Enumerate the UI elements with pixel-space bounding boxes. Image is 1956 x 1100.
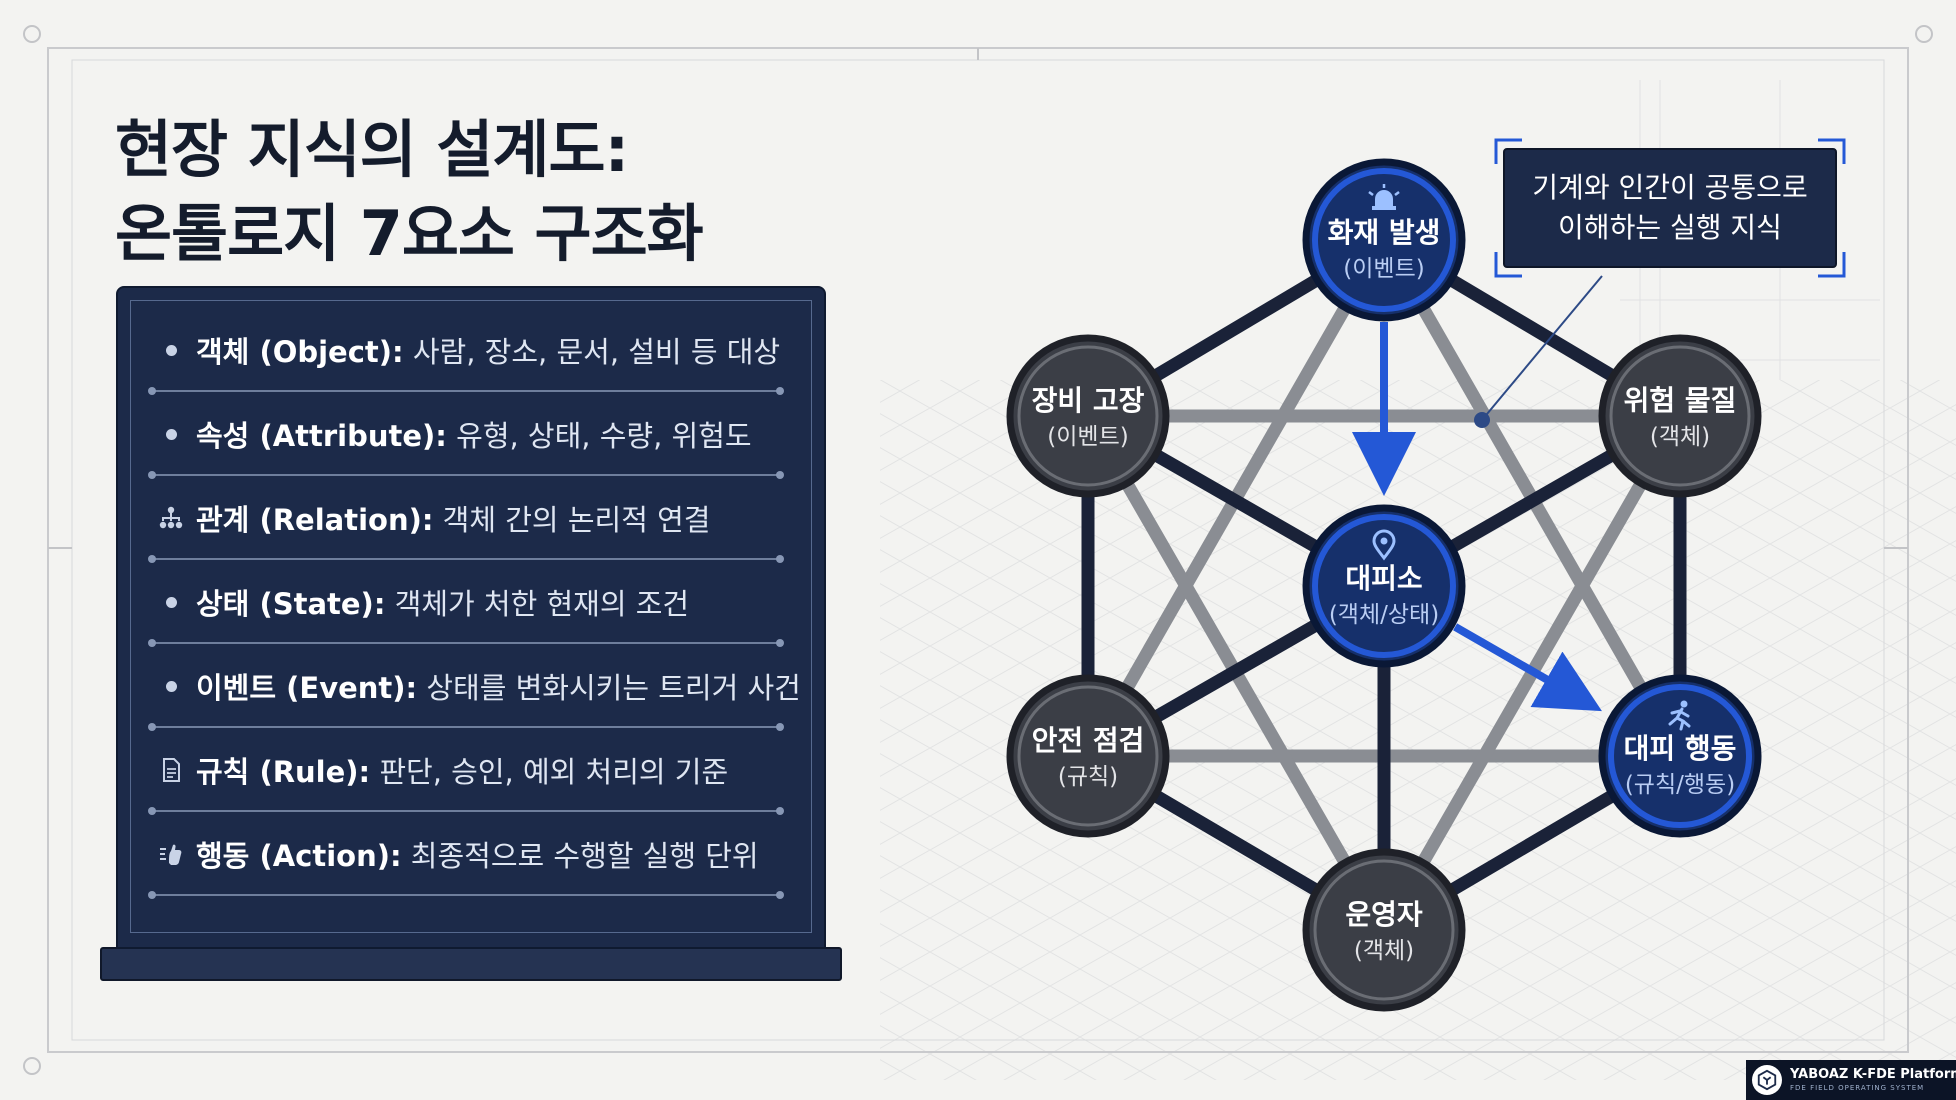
callout-leader-line — [1481, 275, 1603, 421]
element-term: 이벤트 (Event): — [196, 671, 418, 705]
siren-icon — [1368, 184, 1400, 210]
node-evac-action: 대피 행동 (규칙/행동) — [1598, 674, 1762, 838]
bullet-dot — [154, 417, 188, 451]
node-label: 대피 행동 — [1624, 732, 1737, 765]
element-desc: 판단, 승인, 예외 처리의 기준 — [379, 755, 729, 789]
list-item: 객체 (Object): 사람, 장소, 문서, 설비 등 대상 — [148, 308, 784, 395]
callout-line1: 기계와 인간이 공통으로 — [1532, 171, 1808, 204]
flow-arrow — [1453, 623, 1602, 712]
element-term: 속성 (Attribute): — [196, 419, 447, 453]
hand-action-icon — [154, 837, 188, 871]
list-item: 관계 (Relation): 객체 간의 논리적 연결 — [148, 476, 784, 563]
node-label: 안전 점검 — [1032, 724, 1145, 757]
element-term: 상태 (State): — [196, 587, 386, 621]
node-hazard: 위험 물질 (객체) — [1598, 334, 1762, 498]
node-type: (객체) — [1354, 938, 1414, 964]
bullet-dot — [154, 669, 188, 703]
node-shelter: 대피소 (객체/상태) — [1302, 504, 1466, 668]
page-title-line2: 온톨로지 7요소 구조화 — [115, 197, 704, 270]
element-desc: 유형, 상태, 수량, 위험도 — [456, 419, 752, 453]
page-title: 현장 지식의 설계도: 온톨로지 7요소 구조화 — [115, 108, 704, 276]
element-desc: 사람, 장소, 문서, 설비 등 대상 — [412, 335, 781, 369]
callout-line2: 이해하는 실행 지식 — [1558, 211, 1782, 244]
list-item: 규칙 (Rule): 판단, 승인, 예외 처리의 기준 — [148, 728, 784, 815]
list-divider — [148, 471, 784, 479]
node-type: (객체/상태) — [1329, 602, 1439, 628]
node-equipment-fault: 장비 고장 (이벤트) — [1006, 334, 1170, 498]
node-type: (규칙/행동) — [1625, 772, 1735, 798]
list-item: 행동 (Action): 최종적으로 수행할 실행 단위 — [148, 812, 784, 899]
list-item: 속성 (Attribute): 유형, 상태, 수량, 위험도 — [148, 392, 784, 479]
list-divider — [148, 807, 784, 815]
element-desc: 객체가 처한 현재의 조건 — [394, 587, 690, 621]
running-person-icon — [1668, 700, 1691, 731]
location-pin-icon — [1372, 529, 1396, 561]
platform-tagline: FDE FIELD OPERATING SYSTEM — [1790, 1084, 1925, 1092]
element-desc: 상태를 변화시키는 트리거 사건 — [426, 671, 801, 705]
node-label: 장비 고장 — [1032, 384, 1145, 417]
element-term: 관계 (Relation): — [196, 503, 434, 537]
element-term: 객체 (Object): — [196, 335, 404, 369]
elements-list: 객체 (Object): 사람, 장소, 문서, 설비 등 대상 속성 (Att… — [148, 308, 801, 899]
node-safety-check: 안전 점검 (규칙) — [1006, 674, 1170, 838]
list-item: 이벤트 (Event): 상태를 변화시키는 트리거 사건 — [148, 644, 801, 731]
list-item: 상태 (State): 객체가 처한 현재의 조건 — [148, 560, 784, 647]
page-title-line1: 현장 지식의 설계도: — [115, 113, 629, 186]
node-label: 대피소 — [1345, 562, 1422, 595]
element-term: 규칙 (Rule): — [196, 755, 371, 789]
node-label: 운영자 — [1345, 898, 1423, 931]
element-desc: 최종적으로 수행할 실행 단위 — [410, 839, 759, 873]
bullet-dot — [154, 333, 188, 367]
list-divider — [148, 555, 784, 563]
panel-base — [100, 947, 842, 981]
list-divider — [148, 891, 784, 899]
platform-badge: YABOAZ K-FDE Platform FDE FIELD OPERATIN… — [1746, 1060, 1956, 1100]
list-divider — [148, 387, 784, 395]
diagram-nodes: 화재 발생 (이벤트) 위험 물질 (객체) 대피 행동 (규칙/행동) 운영자 (객체) 안전… — [1006, 158, 1762, 1012]
callout-anchor-dot — [1474, 412, 1490, 428]
list-divider — [148, 723, 784, 731]
node-type: (규칙) — [1058, 764, 1118, 790]
node-label: 위험 물질 — [1624, 384, 1737, 417]
node-type: (이벤트) — [1343, 256, 1424, 282]
node-fire: 화재 발생 (이벤트) — [1302, 158, 1466, 322]
element-term: 행동 (Action): — [196, 839, 402, 873]
element-desc: 객체 간의 논리적 연결 — [442, 503, 711, 537]
bullet-dot — [154, 585, 188, 619]
document-icon — [154, 753, 188, 787]
node-type: (이벤트) — [1047, 424, 1128, 450]
platform-name: YABOAZ K-FDE Platform — [1790, 1067, 1956, 1082]
list-divider — [148, 639, 784, 647]
callout-box: 기계와 인간이 공통으로 이해하는 실행 지식 — [1503, 148, 1837, 268]
platform-logo-icon — [1752, 1065, 1782, 1095]
node-operator: 운영자 (객체) — [1302, 848, 1466, 1012]
diagram-arrows — [1352, 322, 1602, 712]
node-label: 화재 발생 — [1328, 216, 1441, 249]
hierarchy-icon — [154, 501, 188, 535]
elements-panel: 객체 (Object): 사람, 장소, 문서, 설비 등 대상 속성 (Att… — [116, 286, 826, 949]
node-type: (객체) — [1650, 424, 1710, 450]
